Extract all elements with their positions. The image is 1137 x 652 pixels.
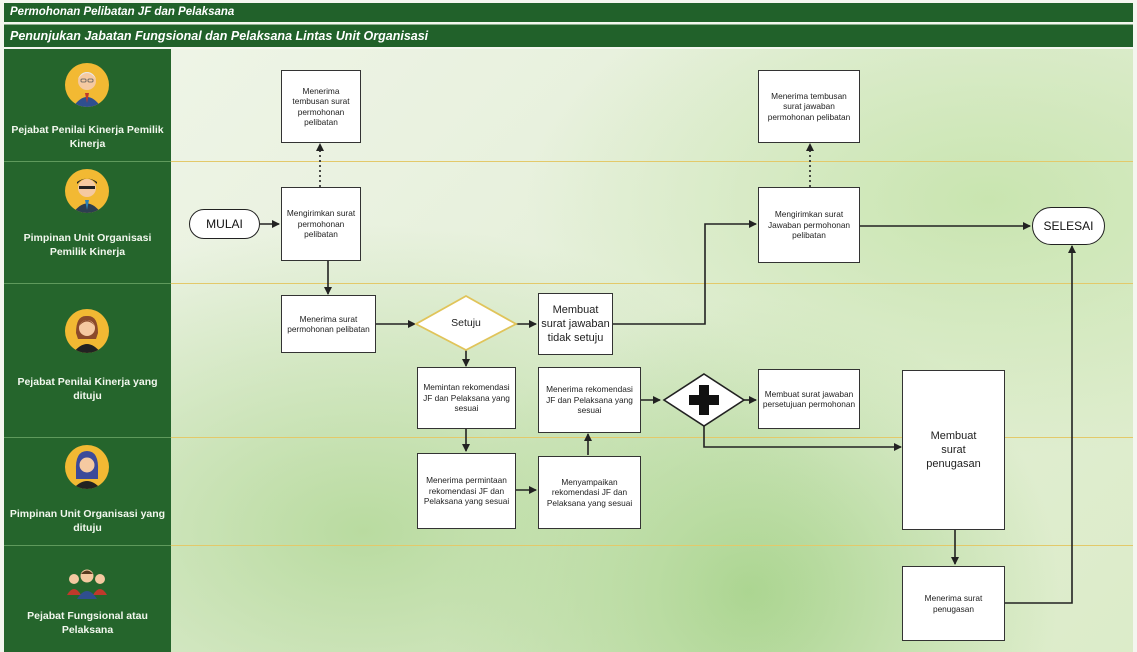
node-menerima-rekomendasi: Menerima rekomendasi JF dan Pelaksana ya… [538,367,641,433]
lane-pimpinan-pemilik: Pimpinan Unit Organisasi Pemilik Kinerja [4,161,171,283]
lane-label: Pejabat Fungsional atau Pelaksana [27,610,148,636]
woman-avatar-icon [65,309,109,353]
lane-pejabat-penilai-pemilik: Pejabat Penilai Kinerja Pemilik Kinerja [4,49,171,161]
elderly-man-avatar-icon [65,63,109,107]
lane-label: Pimpinan Unit Organisasi Pemilik Kinerja [23,232,152,258]
node-menerima-surat-permohonan: Menerima surat permohonan pelibatan [281,295,376,353]
connector-penugasan-to-selesai [1004,245,1076,604]
man-with-cap-avatar-icon [65,169,109,213]
lane-label: Pejabat Penilai Kinerja yang dituju [17,376,158,402]
lane-pimpinan-dituju: Pimpinan Unit Organisasi yang dituju [4,437,171,545]
node-menerima-tembusan-jawaban: Menerima tembusan surat jawaban permohon… [758,70,860,143]
node-menerima-penugasan: Menerima surat penugasan [902,566,1005,641]
lane-divider [171,283,1133,284]
lane-pejabat-fungsional: Pejabat Fungsional atau Pelaksana [4,545,171,652]
node-membuat-jawaban-tidak-setuju: Membuat surat jawaban tidak setuju [538,293,613,355]
decision-setuju-label: Setuju [451,317,481,329]
node-menyampaikan-rekomendasi: Menyampaikan rekomendasi JF dan Pelaksan… [538,456,641,529]
plus-icon [687,383,721,417]
decision-setuju-shape [414,294,518,352]
node-mengirimkan-jawaban: Mengirimkan surat Jawaban permohonan pel… [758,187,860,263]
node-mengirimkan-permohonan: Mengirimkan surat permohonan pelibatan [281,187,361,261]
lane-pejabat-penilai-dituju: Pejabat Penilai Kinerja yang dituju [4,283,171,437]
lane-separator [4,437,171,438]
header-subtitle: Penunjukan Jabatan Fungsional dan Pelaks… [4,24,1133,47]
lane-separator [4,545,171,546]
start-terminal: MULAI [189,209,260,239]
header-title: Permohonan Pelibatan JF dan Pelaksana [4,3,1133,22]
lane-separator [4,283,171,284]
lane-label: Pejabat Penilai Kinerja Pemilik Kinerja [11,124,164,150]
lane-separator [4,161,171,162]
connector-to-penugasan [703,426,902,451]
node-membuat-penugasan: Membuat surat penugasan [902,370,1005,530]
node-membuat-jawaban-persetujuan: Membuat surat jawaban persetujuan permoh… [758,369,860,429]
node-menerima-permintaan-rekomendasi: Menerima permintaan rekomendasi JF dan P… [417,453,516,529]
swimlane-sidebar: Pejabat Penilai Kinerja Pemilik Kinerja … [4,49,171,652]
node-menerima-tembusan-permohonan: Menerima tembusan surat permohonan pelib… [281,70,361,143]
group-avatar-icon [65,561,109,605]
node-meminta-rekomendasi: Memintan rekomendasi JF dan Pelaksana ya… [417,367,516,429]
connector-to-mengirimkan-jawaban [613,220,757,325]
woman-hijab-avatar-icon [65,445,109,489]
lane-divider [171,161,1133,162]
end-terminal: SELESAI [1032,207,1105,245]
lane-label: Pimpinan Unit Organisasi yang dituju [9,508,166,534]
lane-divider [171,437,1133,438]
lane-divider [171,545,1133,546]
